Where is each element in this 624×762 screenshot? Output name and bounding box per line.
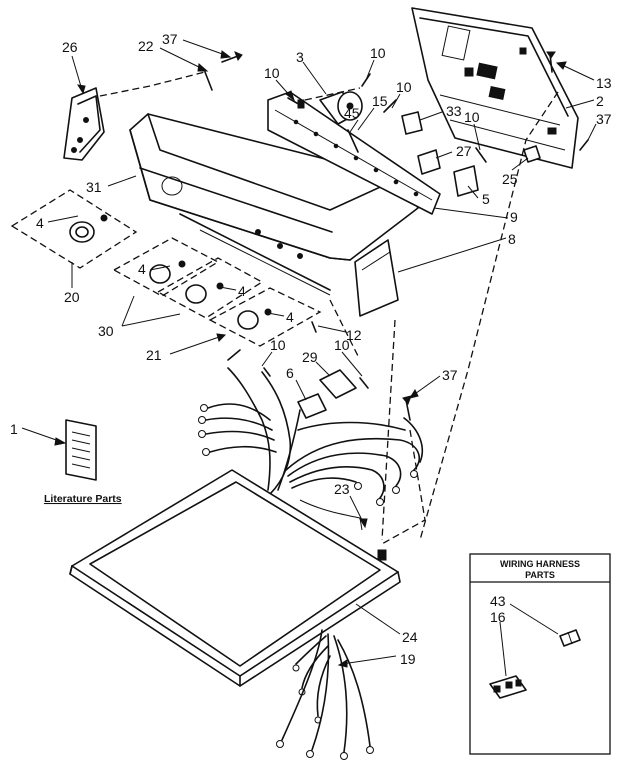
wire-clips (297, 369, 357, 419)
inset-title-line2: PARTS (525, 570, 555, 580)
end-cap-part (63, 87, 105, 161)
lower-wiring-harness (276, 629, 374, 760)
callout-2: 2 (596, 93, 604, 109)
callout-31: 31 (86, 179, 102, 195)
callout-10: 10 (370, 45, 386, 61)
callout-6: 6 (286, 365, 294, 381)
callout-26: 26 (62, 39, 78, 55)
knob-group-30 (112, 237, 264, 319)
callout-29: 29 (302, 349, 318, 365)
callout-27: 27 (456, 143, 472, 159)
callout-45: 45 (344, 105, 360, 121)
callout-23: 23 (334, 481, 350, 497)
callout-16: 16 (490, 609, 506, 625)
callout-9: 9 (510, 209, 518, 225)
callout-10: 10 (464, 109, 480, 125)
top-panel-part (69, 469, 401, 687)
callout-10: 10 (334, 337, 350, 353)
callout-4: 4 (138, 261, 146, 277)
literature-parts-label: Literature Parts (44, 493, 122, 505)
literature-booklet (65, 419, 97, 481)
console-part (129, 113, 419, 296)
side-trim-part (354, 239, 399, 317)
callout-10: 10 (270, 337, 286, 353)
callout-4: 4 (36, 215, 44, 231)
screws (204, 51, 589, 421)
callout-21: 21 (146, 347, 162, 363)
callout-10: 10 (264, 65, 280, 81)
wiring-harness-inset: WIRING HARNESS PARTS (469, 553, 611, 755)
callout-numbers: 37 22 26 3 10 10 15 45 10 33 13 2 37 10 … (10, 31, 612, 667)
callout-43: 43 (490, 593, 506, 609)
callout-37: 37 (442, 367, 458, 383)
callout-15: 15 (372, 93, 388, 109)
callout-33: 33 (446, 103, 462, 119)
knob-group-20 (10, 189, 138, 269)
callout-10: 10 (396, 79, 412, 95)
callout-22: 22 (138, 38, 154, 54)
knob-group-21 (208, 287, 322, 347)
callout-8: 8 (508, 231, 516, 247)
callout-24: 24 (402, 629, 418, 645)
rear-panel-part (411, 7, 579, 169)
callout-12: 12 (346, 327, 362, 343)
callout-4: 4 (286, 309, 294, 325)
callout-3: 3 (296, 49, 304, 65)
callout-20: 20 (64, 289, 80, 305)
callout-25: 25 (502, 171, 518, 187)
inset-title-line1: WIRING HARNESS (500, 559, 580, 569)
timer-and-switches (319, 91, 541, 197)
callout-37: 37 (162, 31, 178, 47)
callout-4: 4 (238, 283, 246, 299)
callout-30: 30 (98, 323, 114, 339)
upper-wiring-harness (198, 367, 424, 506)
callout-13: 13 (596, 75, 612, 91)
callout-1: 1 (10, 421, 18, 437)
dashed-leaders (99, 71, 559, 546)
callout-19: 19 (400, 651, 416, 667)
callout-5: 5 (482, 191, 490, 207)
callout-37: 37 (596, 111, 612, 127)
leader-lines (21, 39, 597, 677)
